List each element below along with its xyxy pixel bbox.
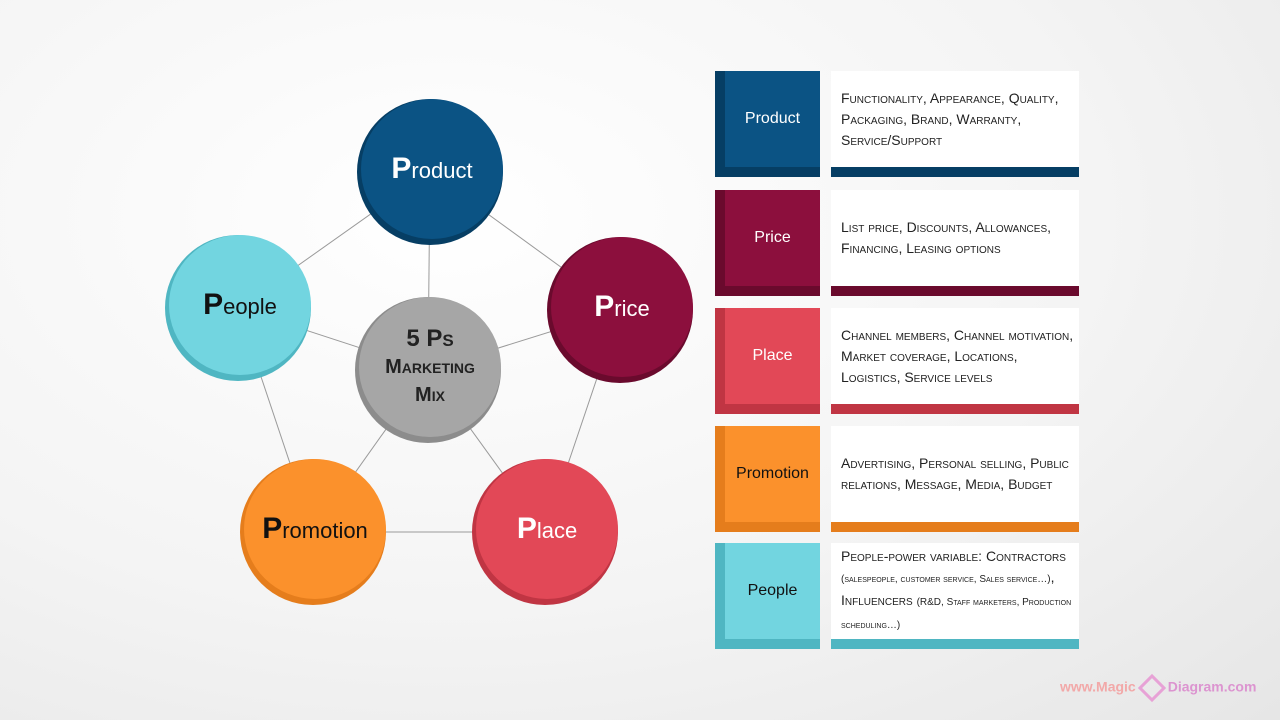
circle-label: lace [536,518,578,543]
row-product: Product Functionality, Appearance, Qualit… [715,71,1079,177]
accent-bar [831,404,1079,414]
accent-bar [831,167,1079,177]
description-part: , Influencers [841,569,1055,608]
circle-label: romotion [282,518,368,543]
row-people: People People-power variable: Contractors… [715,543,1079,649]
description-text: Advertising, Personal selling, Public re… [841,455,1069,492]
circle-initial: P [516,512,537,545]
description-text: List price, Discounts, Allowances, Finan… [841,219,1052,256]
center-title: 5 Ps [406,325,454,352]
row-label: Place [752,347,793,364]
row-label: Price [754,229,791,246]
circle-price: Price [547,237,693,383]
center-subtitle: Marketing [385,356,475,378]
description-text: Functionality, Appearance, Quality, Pack… [841,89,1059,148]
description-part: (R&D, Staff marketers, Production schedu… [841,597,1072,631]
magic-diagram-logo-icon [1137,673,1166,703]
circle-label: rice [614,296,650,321]
circle-initial: P [262,512,283,545]
row-place: Place Channel members, Channel motivation… [715,308,1079,414]
row-price: Price List price, Discounts, Allowances, … [715,190,1079,296]
row-label: Promotion [736,465,809,482]
description-text: Channel members, Channel motivation, Mar… [841,326,1074,385]
circle-promotion: Promotion [240,459,386,605]
circle-label: roduct [411,158,473,183]
center-circle: 5 Ps Marketing Mix [355,297,501,443]
circle-initial: P [594,290,615,323]
circle-initial: P [203,288,224,321]
accent-bar [831,522,1079,532]
description-part: People-power variable: Contractors [841,548,1066,564]
row-label: Product [744,110,801,127]
description-part: (salespeople, customer service, Sales se… [841,574,1051,585]
circle-place: Place [472,459,618,605]
circle-initial: P [391,152,412,185]
circle-product: Product [357,99,503,245]
circle-label: eople [223,294,277,319]
center-subtitle-2: Mix [415,384,445,406]
accent-bar [831,639,1079,649]
accent-bar [831,286,1079,296]
row-promotion: Promotion Advertising, Personal selling, … [715,426,1079,532]
circle-people: People [165,235,311,381]
row-label: People [747,582,798,599]
